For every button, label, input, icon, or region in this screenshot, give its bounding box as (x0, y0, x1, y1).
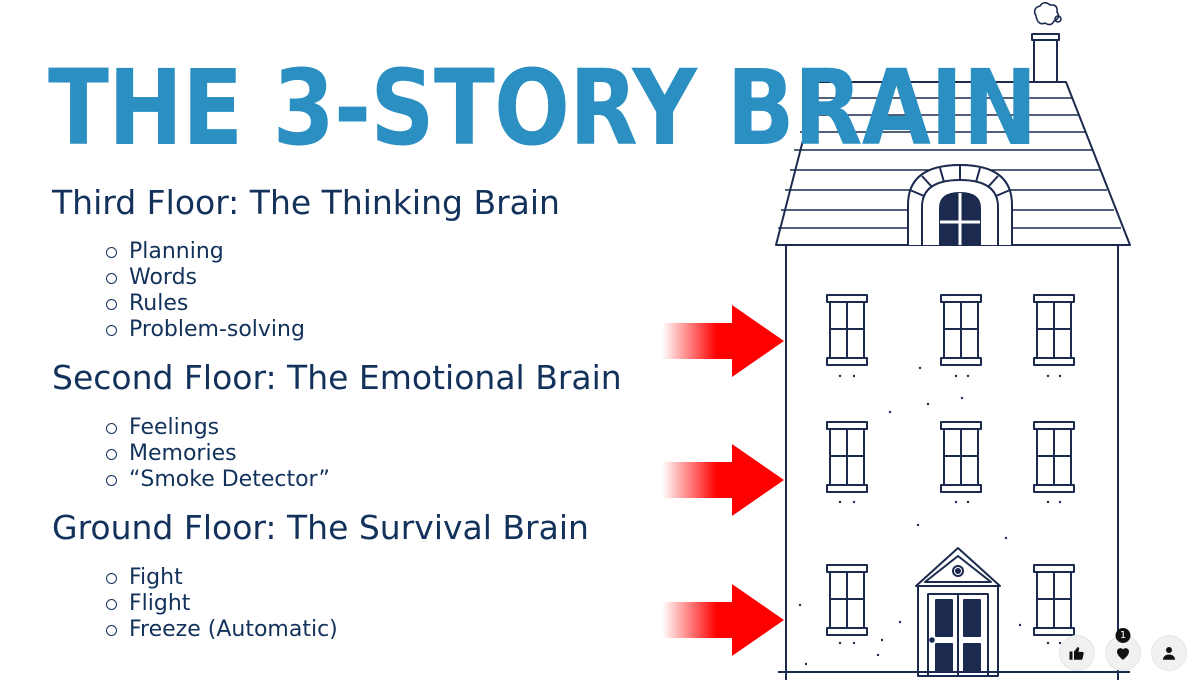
third-floor-list: Planning Words Rules Problem-solving (105, 239, 305, 343)
house-illustration (775, 1, 1131, 680)
list-item: Freeze (Automatic) (105, 617, 338, 643)
arrow-second-floor-icon (662, 444, 784, 516)
list-item: Fight (105, 565, 338, 591)
wall-texture-dots (798, 366, 1062, 666)
thumbs-up-icon (1069, 647, 1084, 660)
second-floor-heading: Second Floor: The Emotional Brain (52, 358, 622, 397)
list-item: Feelings (105, 415, 330, 441)
windows-second-floor (826, 421, 1075, 493)
profile-button[interactable] (1152, 636, 1186, 670)
building-walls (778, 245, 1130, 680)
list-item: Flight (105, 591, 338, 617)
person-icon (1163, 647, 1175, 660)
bullet-circle-icon (106, 448, 117, 460)
slide-title: THE 3-STORY BRAIN (48, 47, 1037, 169)
bullet-circle-icon (106, 572, 117, 584)
heart-button[interactable]: 1 (1106, 628, 1140, 670)
bullet-circle-icon (106, 246, 117, 258)
heart-icon (1117, 648, 1129, 660)
chimney-smoke-icon (1033, 1, 1062, 26)
windows-ground-floor (826, 564, 1075, 636)
third-floor-heading: Third Floor: The Thinking Brain (52, 183, 560, 222)
list-item: Words (105, 265, 305, 291)
reaction-bar: 1 (1060, 628, 1186, 670)
list-item: Planning (105, 239, 305, 265)
list-item: “Smoke Detector” (105, 467, 330, 493)
bullet-circle-icon (106, 324, 117, 336)
list-item: Problem-solving (105, 317, 305, 343)
ground-floor-list: Fight Flight Freeze (Automatic) (105, 565, 338, 643)
bullet-circle-icon (106, 422, 117, 434)
second-floor-list: Feelings Memories “Smoke Detector” (105, 415, 330, 493)
front-door (915, 547, 1001, 677)
arrow-third-floor-icon (662, 305, 784, 377)
windows-third-floor (826, 294, 1075, 366)
dormer-window (907, 164, 1013, 246)
list-item: Memories (105, 441, 330, 467)
bullet-circle-icon (106, 272, 117, 284)
heart-count-badge: 1 (1115, 628, 1131, 643)
bullet-circle-icon (106, 598, 117, 610)
bullet-circle-icon (106, 474, 117, 486)
ground-floor-heading: Ground Floor: The Survival Brain (52, 508, 589, 547)
bullet-circle-icon (106, 298, 117, 310)
bullet-circle-icon (106, 624, 117, 636)
arrow-ground-floor-icon (662, 584, 784, 656)
like-button[interactable] (1060, 636, 1094, 670)
list-item: Rules (105, 291, 305, 317)
